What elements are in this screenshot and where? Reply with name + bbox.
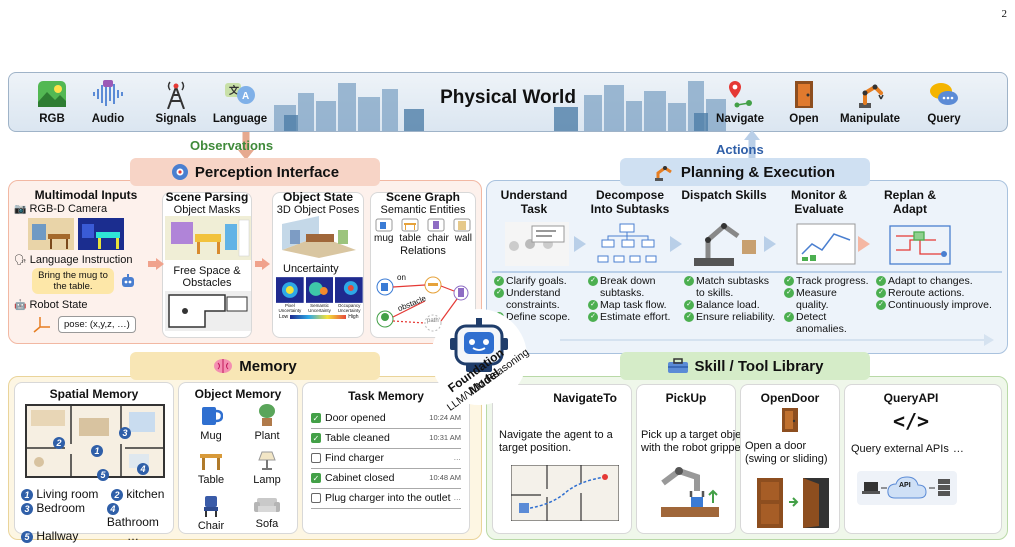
skill-library-title: Skill / Tool Library: [695, 358, 824, 375]
object-chair: Chair: [181, 520, 241, 532]
object-mug: Mug: [181, 430, 241, 442]
object-lamp: Lamp: [237, 474, 297, 486]
check-icon: ✓: [876, 276, 886, 286]
mug-icon: [199, 405, 223, 427]
check-icon: ✓: [684, 312, 694, 322]
navigation-map-image: [511, 465, 619, 521]
robot-gripper-image: [653, 463, 723, 519]
replan-bullets: ✓Adapt to changes. ✓Reroute actions. ✓Co…: [876, 275, 1006, 311]
sofa-icon: [253, 495, 281, 515]
chair-icon: [200, 495, 222, 517]
skill-opendoor-name: OpenDoor: [745, 391, 835, 405]
table-icon: [199, 451, 223, 471]
checked-box-icon: ✓: [311, 433, 321, 443]
task-row: Plug charger into the outlet…: [311, 489, 461, 509]
skill-pickup-name: PickUp: [641, 391, 731, 405]
skill-queryapi-card: QueryAPI </> Query external APIs … API: [844, 384, 1002, 534]
door-small-icon: [779, 407, 801, 433]
object-sofa: Sofa: [237, 518, 297, 530]
task-row: ✓Door opened10:24 AM: [311, 409, 461, 429]
lamp-icon: [255, 451, 279, 471]
room-marker-4: 4: [137, 463, 149, 475]
check-icon: ✓: [684, 300, 694, 310]
check-icon: ✓: [494, 288, 504, 298]
team-discussion-image: [505, 222, 569, 266]
brain-icon: [213, 357, 233, 375]
check-icon: ✓: [588, 312, 598, 322]
skill-pickup-desc: Pick up a target object with the robot g…: [641, 429, 753, 455]
decompose-bullets: ✓Break down subtasks. ✓Map task flow. ✓E…: [588, 275, 680, 323]
monitor-dashboard-image: [797, 224, 855, 264]
skill-queryapi-desc: Query external APIs: [851, 443, 949, 455]
checked-box-icon: ✓: [311, 413, 321, 423]
memory-header: Memory: [130, 352, 380, 380]
check-icon: ✓: [784, 288, 794, 298]
check-icon: ✓: [876, 288, 886, 298]
room-marker-5: 5: [97, 469, 109, 481]
check-icon: ✓: [784, 312, 794, 322]
room-marker-1: 1: [91, 445, 103, 457]
unchecked-box-icon: [311, 493, 321, 503]
skills-more: …: [953, 443, 964, 455]
code-icon: </>: [851, 409, 971, 433]
object-memory-title: Object Memory: [179, 387, 297, 401]
skill-pickup-card: PickUp Pick up a target object with the …: [636, 384, 736, 534]
check-icon: ✓: [876, 300, 886, 310]
api-arrows: [857, 471, 957, 505]
unchecked-box-icon: [311, 453, 321, 463]
skill-navigateto-desc: Navigate the agent to a target position.: [499, 429, 625, 455]
memory-title: Memory: [239, 358, 297, 375]
task-row: Find charger…: [311, 449, 461, 469]
check-icon: ✓: [684, 276, 694, 286]
door-open-image: [753, 474, 833, 530]
check-icon: ✓: [588, 276, 598, 286]
skill-opendoor-card: OpenDoor Open a door (swing or sliding): [740, 384, 840, 534]
skill-opendoor-desc: Open a door (swing or sliding): [745, 440, 835, 466]
object-table: Table: [181, 474, 241, 486]
skill-library-header: Skill / Tool Library: [620, 352, 870, 380]
room-marker-2: 2: [53, 437, 65, 449]
toolbox-icon: [667, 358, 689, 374]
skill-queryapi-name: QueryAPI: [851, 391, 971, 405]
object-plant: Plant: [237, 430, 297, 442]
robot-dispatch-image: [694, 223, 756, 266]
dispatch-bullets: ✓Match subtasks to skills. ✓Balance load…: [684, 275, 778, 323]
replan-circuit-image: [890, 226, 950, 264]
room-legend: 1 Living room2 kitchen 3 Bedroom4 Bathro…: [21, 487, 171, 543]
monitor-bullets: ✓Track progress. ✓Measure quality. ✓Dete…: [784, 275, 870, 335]
room-marker-3: 3: [119, 427, 131, 439]
checked-box-icon: ✓: [311, 473, 321, 483]
plant-icon: [255, 403, 279, 427]
check-icon: ✓: [784, 276, 794, 286]
api-diagram: API: [857, 471, 957, 505]
check-icon: ✓: [494, 276, 504, 286]
spatial-memory-title: Spatial Memory: [15, 387, 173, 401]
task-tree-image: [598, 224, 656, 262]
check-icon: ✓: [588, 300, 598, 310]
object-memory-card: Object Memory Mug Plant Table Lamp Chair…: [178, 382, 298, 534]
